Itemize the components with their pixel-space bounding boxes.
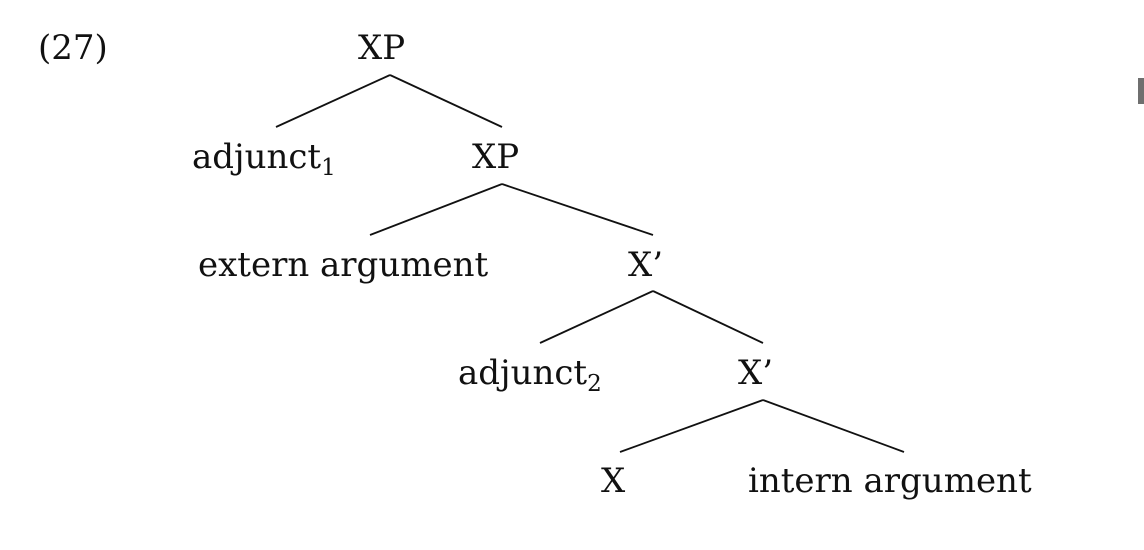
node-root-xp: XP bbox=[358, 28, 406, 68]
page-edge-tab bbox=[1138, 78, 1144, 104]
adjunct1-text: adjunct bbox=[192, 137, 322, 177]
edge-root-to-adjunct1 bbox=[275, 74, 391, 128]
node-extern-argument: extern argument bbox=[198, 245, 489, 285]
adjunct2-index: 2 bbox=[587, 371, 602, 397]
edge-inner-xp-to-extern-argument bbox=[369, 183, 503, 236]
adjunct2-text: adjunct bbox=[458, 353, 588, 393]
edge-upper-xbar-to-adjunct2 bbox=[539, 290, 654, 344]
node-intern-argument: intern argument bbox=[748, 461, 1032, 501]
edge-upper-xbar-to-lower-xbar bbox=[652, 290, 764, 344]
node-lower-xbar: X’ bbox=[738, 353, 774, 393]
node-head-x: X bbox=[601, 461, 626, 501]
edge-lower-xbar-to-head bbox=[619, 399, 764, 453]
edge-inner-xp-to-upper-xbar bbox=[501, 183, 654, 236]
adjunct1-index: 1 bbox=[321, 155, 336, 181]
node-upper-xbar: X’ bbox=[628, 245, 664, 285]
edge-lower-xbar-to-intern-argument bbox=[762, 399, 905, 453]
node-adjunct1: adjunct1 bbox=[192, 137, 336, 180]
edge-root-to-inner-xp bbox=[389, 74, 503, 128]
example-number: (27) bbox=[38, 28, 108, 68]
node-adjunct2: adjunct2 bbox=[458, 353, 602, 396]
node-inner-xp: XP bbox=[472, 137, 520, 177]
